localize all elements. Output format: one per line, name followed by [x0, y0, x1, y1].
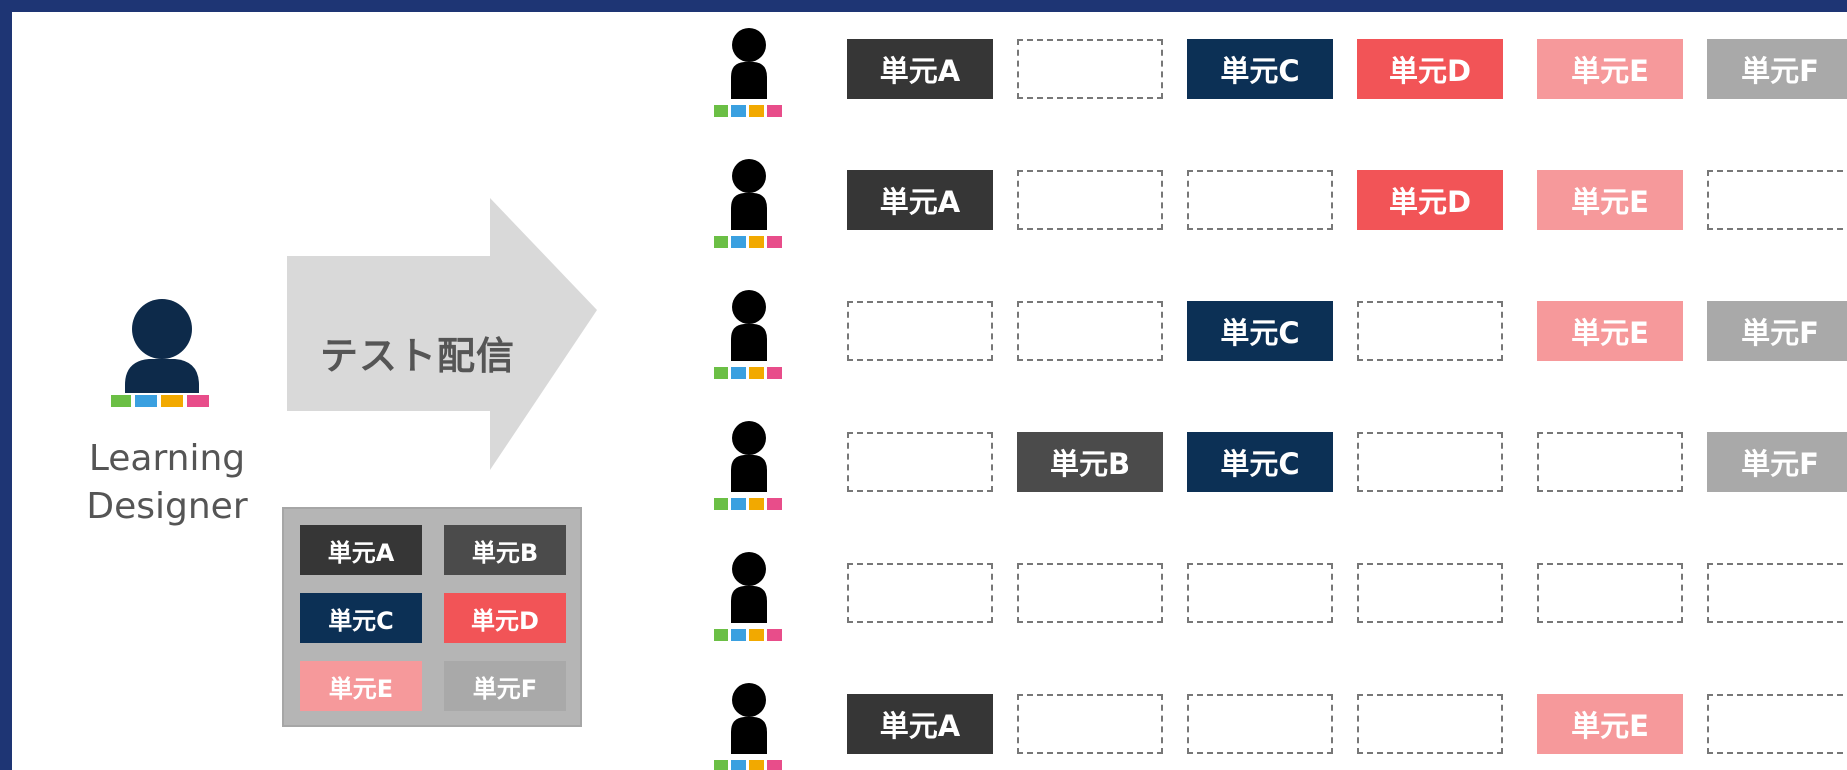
unit-e-block: 単元E: [1537, 694, 1683, 754]
distribution-arrow: [287, 198, 597, 470]
empty-unit-slot: [1357, 301, 1503, 361]
pool-unit-d: 単元D: [444, 593, 566, 643]
learner-person-icon: [712, 159, 784, 250]
unit-a-block: 単元A: [847, 39, 993, 99]
empty-unit-slot: [1187, 563, 1333, 623]
learner-person-icon: [712, 290, 784, 381]
unit-pool: 単元A 単元B 単元C 単元D 単元E 単元F: [282, 507, 582, 727]
empty-unit-slot: [1017, 301, 1163, 361]
unit-c-block: 単元C: [1187, 39, 1333, 99]
empty-unit-slot: [1707, 170, 1847, 230]
empty-unit-slot: [1017, 39, 1163, 99]
pool-unit-a: 単元A: [300, 525, 422, 575]
unit-f-block: 単元F: [1707, 301, 1847, 361]
unit-f-block: 単元F: [1707, 432, 1847, 492]
unit-e-block: 単元E: [1537, 39, 1683, 99]
learning-designer-person-icon: [107, 299, 213, 407]
pool-unit-e: 単元E: [300, 661, 422, 711]
unit-e-block: 単元E: [1537, 301, 1683, 361]
learner-person-icon: [712, 421, 784, 512]
empty-unit-slot: [1357, 694, 1503, 754]
designer-label-line1: Learning: [88, 438, 246, 479]
unit-f-block: 単元F: [1707, 39, 1847, 99]
empty-unit-slot: [1357, 563, 1503, 623]
unit-e-block: 単元E: [1537, 170, 1683, 230]
empty-unit-slot: [1707, 563, 1847, 623]
designer-label-line2: Designer: [86, 486, 248, 527]
empty-unit-slot: [1017, 563, 1163, 623]
empty-unit-slot: [847, 563, 993, 623]
unit-d-block: 単元D: [1357, 170, 1503, 230]
empty-unit-slot: [1537, 563, 1683, 623]
designer-label: Learning Designer: [67, 435, 267, 531]
learner-person-icon: [712, 552, 784, 643]
empty-unit-slot: [847, 432, 993, 492]
arrow-label: テスト配信: [320, 334, 516, 378]
empty-unit-slot: [1187, 170, 1333, 230]
unit-c-block: 単元C: [1187, 432, 1333, 492]
empty-unit-slot: [1707, 694, 1847, 754]
unit-b-block: 単元B: [1017, 432, 1163, 492]
empty-unit-slot: [847, 301, 993, 361]
empty-unit-slot: [1357, 432, 1503, 492]
empty-unit-slot: [1017, 694, 1163, 754]
unit-d-block: 単元D: [1357, 39, 1503, 99]
unit-a-block: 単元A: [847, 694, 993, 754]
pool-unit-b: 単元B: [444, 525, 566, 575]
empty-unit-slot: [1187, 694, 1333, 754]
unit-c-block: 単元C: [1187, 301, 1333, 361]
empty-unit-slot: [1537, 432, 1683, 492]
learner-person-icon: [712, 28, 784, 119]
pool-unit-c: 単元C: [300, 593, 422, 643]
pool-unit-f: 単元F: [444, 661, 566, 711]
empty-unit-slot: [1017, 170, 1163, 230]
unit-a-block: 単元A: [847, 170, 993, 230]
learner-person-icon: [712, 683, 784, 770]
